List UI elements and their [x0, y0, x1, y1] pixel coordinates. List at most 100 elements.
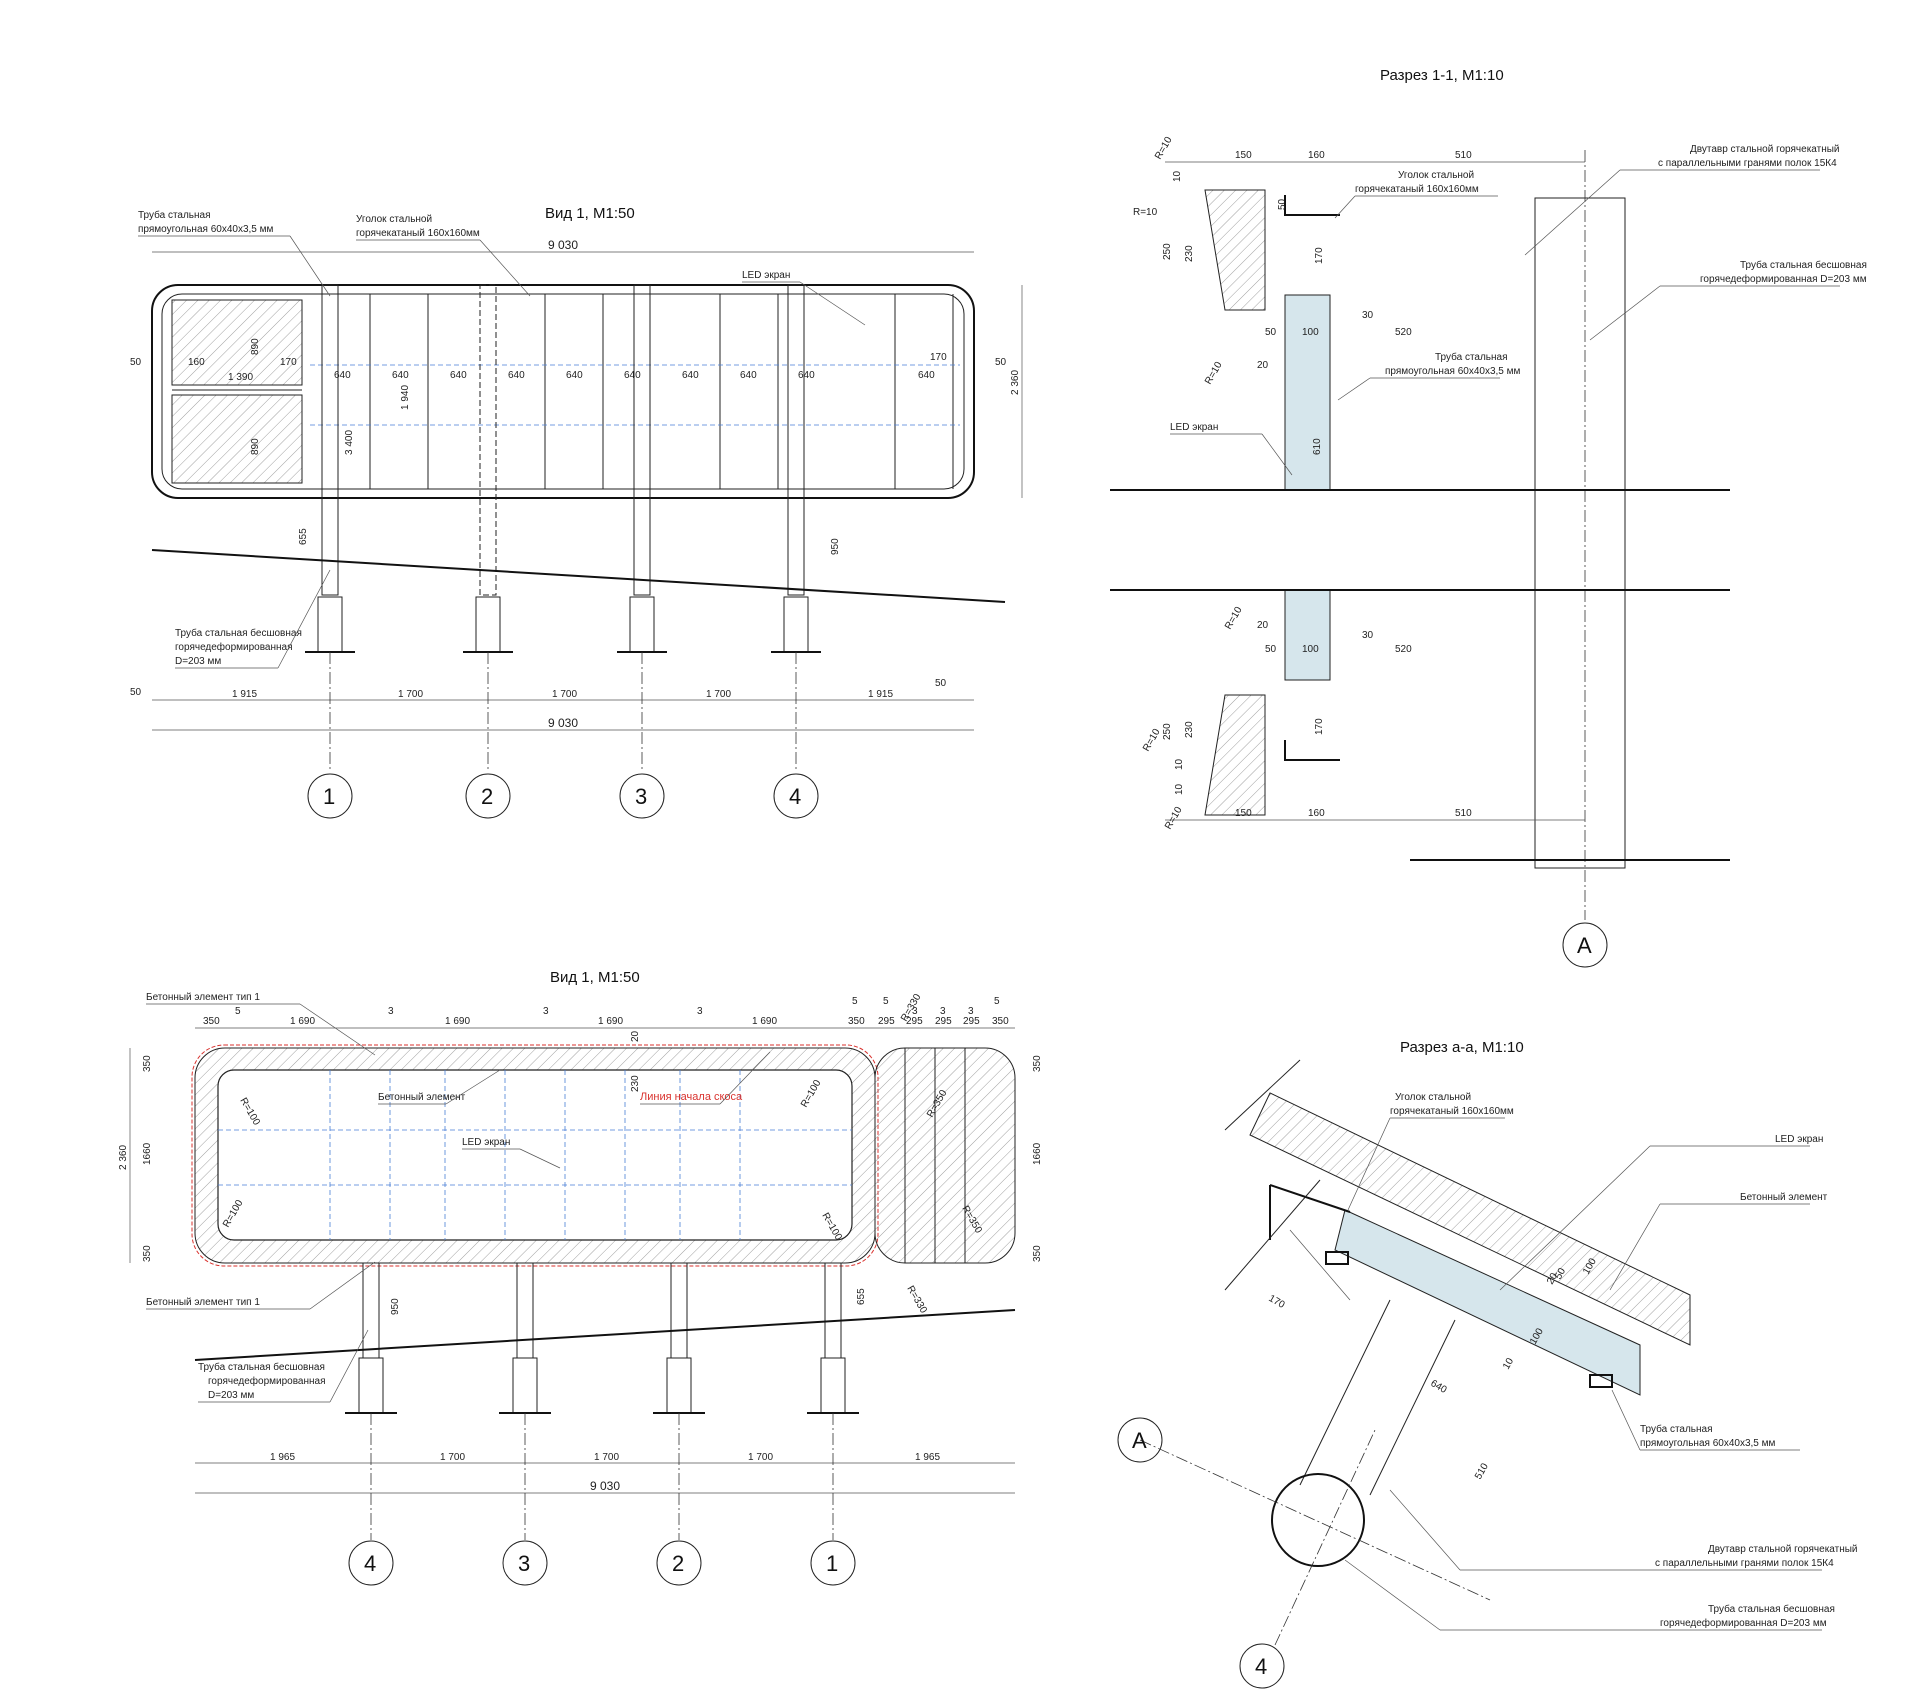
svg-text:350: 350	[142, 1245, 153, 1262]
svg-text:Труба стальная: Труба стальная	[138, 209, 211, 221]
axis-label: 2	[672, 1551, 684, 1576]
svg-text:10: 10	[1174, 783, 1185, 795]
frame-outer	[151, 284, 975, 499]
svg-text:1 700: 1 700	[552, 689, 577, 700]
svg-text:160: 160	[1308, 808, 1325, 819]
svg-text:1 965: 1 965	[915, 1452, 940, 1463]
svg-text:170: 170	[1267, 1293, 1287, 1311]
axis-label-a: А	[1132, 1428, 1147, 1453]
svg-text:520: 520	[1395, 327, 1412, 338]
svg-text:Труба стальная бесшовная: Труба стальная бесшовная	[1740, 259, 1867, 271]
svg-text:9 030: 9 030	[590, 1479, 620, 1493]
svg-text:640: 640	[334, 370, 351, 381]
svg-text:170: 170	[1314, 718, 1325, 735]
view-bottom-concrete: Вид 1, М1:50	[118, 969, 1043, 1586]
svg-text:10: 10	[1172, 170, 1183, 182]
axis-label-4: 4	[1255, 1654, 1267, 1679]
svg-text:950: 950	[390, 1298, 401, 1315]
svg-text:1 690: 1 690	[752, 1016, 777, 1027]
svg-text:20: 20	[1257, 620, 1269, 631]
svg-text:3: 3	[912, 1006, 918, 1017]
svg-text:R=10: R=10	[1163, 805, 1185, 832]
section-a-a: Разрез а-а, М1:10 170 640 510 10 100 50 …	[1117, 1039, 1858, 1689]
concrete-end-block	[874, 1047, 1016, 1264]
frame-inner	[161, 293, 965, 490]
svg-text:горячедеформированная D=203 мм: горячедеформированная D=203 мм	[1700, 273, 1867, 285]
svg-text:3: 3	[968, 1006, 974, 1017]
led-glass-upper	[1284, 294, 1331, 491]
svg-text:295: 295	[878, 1016, 895, 1027]
ground-bottom	[194, 1309, 1016, 1361]
section-11-title: Разрез 1-1, М1:10	[1380, 67, 1504, 84]
svg-text:10: 10	[1174, 758, 1185, 770]
svg-text:160: 160	[188, 357, 205, 368]
svg-text:Бетонный элемент тип 1: Бетонный элемент тип 1	[146, 1297, 260, 1308]
svg-text:1 940: 1 940	[400, 385, 411, 410]
svg-text:295: 295	[963, 1016, 980, 1027]
svg-text:100: 100	[1302, 644, 1319, 655]
svg-text:640: 640	[918, 370, 935, 381]
svg-text:прямоугольная 60х40х3,5 мм: прямоугольная 60х40х3,5 мм	[1385, 366, 1520, 377]
axes-top: 1 2 3 4	[307, 652, 819, 819]
posts-top	[305, 284, 821, 653]
svg-text:1 700: 1 700	[706, 689, 731, 700]
svg-text:295: 295	[906, 1016, 923, 1027]
svg-text:50: 50	[130, 687, 142, 698]
svg-text:горячедеформированная D=203 мм: горячедеформированная D=203 мм	[1660, 1617, 1827, 1629]
svg-text:горячедеформированная: горячедеформированная	[175, 641, 293, 653]
svg-text:350: 350	[1032, 1245, 1043, 1262]
svg-text:3: 3	[543, 1006, 549, 1017]
svg-text:D=203 мм: D=203 мм	[208, 1390, 254, 1401]
svg-text:Двутавр стальной горячекатный: Двутавр стальной горячекатный	[1690, 144, 1840, 155]
svg-text:горячедеформированная: горячедеформированная	[208, 1375, 326, 1387]
svg-text:510: 510	[1455, 808, 1472, 819]
svg-text:Труба стальная: Труба стальная	[1640, 1423, 1713, 1435]
view-top-frame: Вид 1, М1:50	[130, 205, 1023, 819]
svg-text:160: 160	[1308, 150, 1325, 161]
svg-text:LED экран: LED экран	[1170, 422, 1218, 433]
svg-text:510: 510	[1455, 150, 1472, 161]
svg-text:Двутавр стальной горячекатный: Двутавр стальной горячекатный	[1708, 1544, 1858, 1555]
svg-text:Труба стальная бесшовная: Труба стальная бесшовная	[1708, 1603, 1835, 1615]
svg-text:1 965: 1 965	[270, 1452, 295, 1463]
svg-text:640: 640	[566, 370, 583, 381]
svg-text:Уголок стальной: Уголок стальной	[1395, 1092, 1471, 1103]
concrete-slab	[1249, 1092, 1691, 1346]
svg-text:20: 20	[630, 1030, 641, 1042]
svg-text:640: 640	[392, 370, 409, 381]
svg-text:50: 50	[1277, 198, 1288, 210]
svg-text:150: 150	[1235, 150, 1252, 161]
svg-text:230: 230	[630, 1075, 641, 1092]
svg-text:350: 350	[848, 1016, 865, 1027]
view-top-title: Вид 1, М1:50	[545, 205, 635, 222]
svg-text:горячекатаный 160х160мм: горячекатаный 160х160мм	[356, 228, 480, 239]
svg-text:3: 3	[697, 1006, 703, 1017]
svg-text:170: 170	[930, 352, 947, 363]
svg-text:3: 3	[940, 1006, 946, 1017]
svg-text:5: 5	[883, 996, 889, 1007]
section-aa-title: Разрез а-а, М1:10	[1400, 1039, 1524, 1056]
svg-text:Линия начала скоса: Линия начала скоса	[640, 1091, 743, 1103]
axis-label: 4	[789, 784, 801, 809]
svg-text:890: 890	[250, 438, 261, 455]
svg-text:горячекатаный 160х160мм: горячекатаный 160х160мм	[1355, 184, 1479, 195]
svg-text:Бетонный элемент тип 1: Бетонный элемент тип 1	[146, 992, 260, 1003]
svg-text:9 030: 9 030	[548, 716, 578, 730]
svg-text:1 915: 1 915	[232, 689, 257, 700]
svg-text:950: 950	[830, 538, 841, 555]
svg-text:R=330: R=330	[904, 1284, 929, 1316]
svg-text:2 360: 2 360	[118, 1145, 129, 1170]
svg-text:230: 230	[1184, 721, 1195, 738]
view-bottom-title: Вид 1, М1:50	[550, 969, 640, 986]
svg-text:350: 350	[203, 1016, 220, 1027]
svg-text:R=10: R=10	[1133, 207, 1158, 218]
svg-text:Труба стальная бесшовная: Труба стальная бесшовная	[175, 627, 302, 639]
svg-text:30: 30	[1362, 630, 1374, 641]
svg-text:Бетонный элемент: Бетонный элемент	[1740, 1192, 1828, 1203]
axis-label-a: А	[1577, 933, 1592, 958]
svg-text:640: 640	[624, 370, 641, 381]
svg-text:горячекатаный 160х160мм: горячекатаный 160х160мм	[1390, 1106, 1514, 1117]
svg-text:640: 640	[682, 370, 699, 381]
svg-text:1 390: 1 390	[228, 372, 253, 383]
svg-text:50: 50	[1553, 1266, 1568, 1282]
